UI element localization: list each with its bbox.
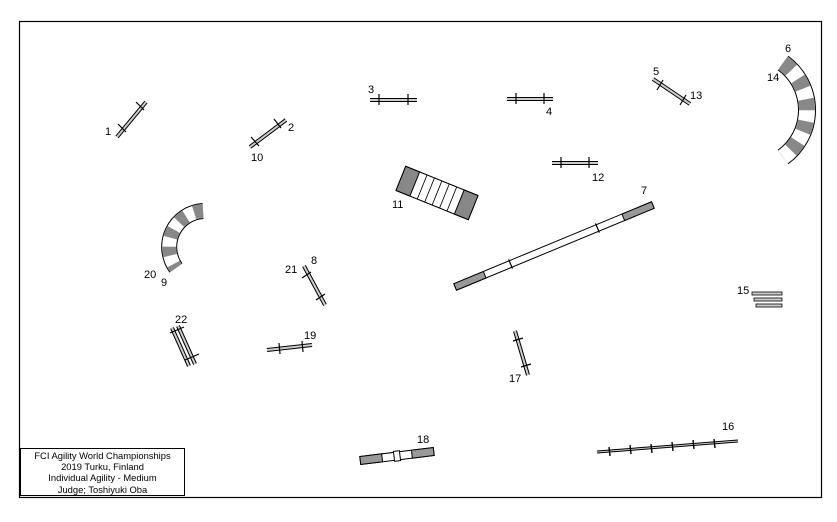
number-17: 17 (509, 373, 521, 385)
info-event: FCI Agility World Championships (34, 450, 171, 461)
info-location: 2019 Turku, Finland (61, 461, 144, 473)
number-15: 15 (737, 285, 749, 297)
jump-1 (115, 100, 148, 139)
info-class: Individual Agility - Medium (48, 472, 157, 484)
number-10: 10 (251, 152, 263, 164)
jump-2 (248, 118, 288, 149)
info-judge: Judge; Toshiyuki Oba (57, 483, 148, 495)
number-8: 8 (311, 255, 317, 267)
number-20: 20 (144, 269, 156, 281)
jump-19 (266, 340, 313, 355)
number-6: 6 (785, 43, 791, 55)
number-1: 1 (105, 126, 111, 138)
obstacle-15 (751, 291, 783, 308)
aframe-11 (395, 165, 479, 221)
jump-3 (370, 94, 417, 105)
seesaw-18 (359, 446, 435, 466)
jump-22 (169, 325, 200, 367)
number-4: 4 (546, 106, 552, 118)
number-21: 21 (285, 264, 297, 276)
jump-5 (651, 77, 692, 106)
number-3: 3 (368, 84, 374, 96)
number-5: 5 (653, 66, 659, 78)
ring-border (18, 20, 823, 499)
obstacle-16 (596, 438, 739, 457)
number-11: 11 (392, 199, 403, 211)
number-9: 9 (161, 277, 167, 289)
number-7: 7 (641, 185, 647, 197)
number-16: 16 (722, 421, 734, 433)
number-19: 19 (304, 330, 316, 342)
number-13: 13 (690, 90, 702, 102)
number-18: 18 (417, 434, 429, 446)
course-info-box: FCI Agility World Championships 2019 Tur… (20, 448, 185, 496)
tunnel-9 (161, 203, 204, 273)
jump-17 (512, 330, 532, 376)
number-12: 12 (592, 172, 604, 184)
tunnel-6 (777, 55, 817, 165)
dogwalk-7 (453, 201, 655, 291)
jump-8 (301, 265, 327, 306)
number-14: 14 (767, 72, 779, 84)
jump-12 (552, 157, 598, 168)
jump-4 (507, 93, 553, 104)
number-2: 2 (288, 122, 294, 134)
number-22: 22 (175, 314, 187, 326)
